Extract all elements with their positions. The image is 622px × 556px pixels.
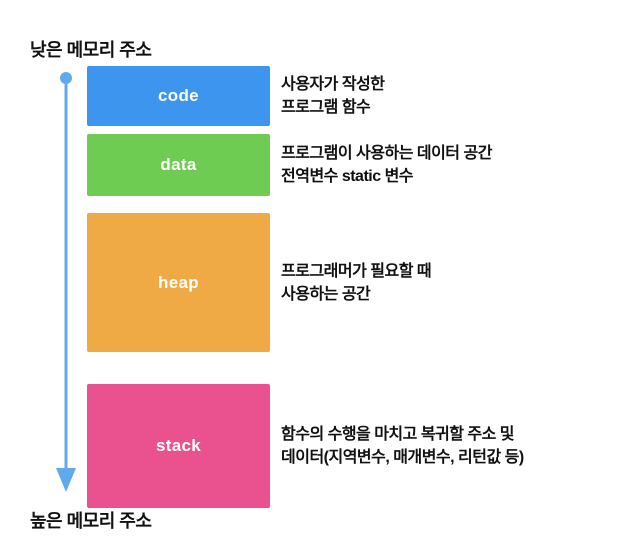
data-description-line: 프로그램이 사용하는 데이터 공간 — [281, 145, 492, 162]
arrow-start-dot-icon — [60, 72, 72, 84]
code-description-line: 프로그램 함수 — [281, 99, 371, 116]
arrow-head-icon — [56, 468, 76, 492]
memory-block-heap: heap — [87, 213, 270, 352]
data-description: 프로그램이 사용하는 데이터 공간 전역변수 static 변수 — [281, 134, 616, 196]
memory-direction-arrow — [56, 72, 76, 492]
stack-block-label: stack — [156, 436, 201, 455]
memory-block-data: data — [87, 134, 270, 196]
low-memory-address-label: 낮은 메모리 주소 — [30, 40, 152, 60]
code-description: 사용자가 작성한 프로그램 함수 — [281, 66, 616, 126]
stack-description: 함수의 수행을 마치고 복귀할 주소 및 데이터(지역변수, 매개변수, 리턴값… — [281, 384, 616, 508]
heap-description-line: 사용하는 공간 — [281, 285, 371, 303]
heap-block-label: heap — [158, 272, 199, 292]
high-memory-address-label: 높은 메모리 주소 — [30, 511, 152, 531]
memory-block-stack: stack — [87, 384, 270, 508]
heap-description: 프로그래머가 필요할 때 사용하는 공간 — [281, 213, 616, 352]
stack-description-line: 데이터(지역변수, 매개변수, 리턴값 등) — [281, 449, 524, 466]
memory-block-code: code — [87, 66, 270, 126]
data-block-label: data — [160, 155, 197, 174]
code-block-label: code — [158, 86, 199, 105]
data-description-line: 전역변수 static 변수 — [281, 168, 414, 185]
code-description-line: 사용자가 작성한 — [281, 76, 385, 93]
heap-description-line: 프로그래머가 필요할 때 — [281, 262, 432, 280]
stack-description-line: 함수의 수행을 마치고 복귀할 주소 및 — [281, 426, 515, 443]
